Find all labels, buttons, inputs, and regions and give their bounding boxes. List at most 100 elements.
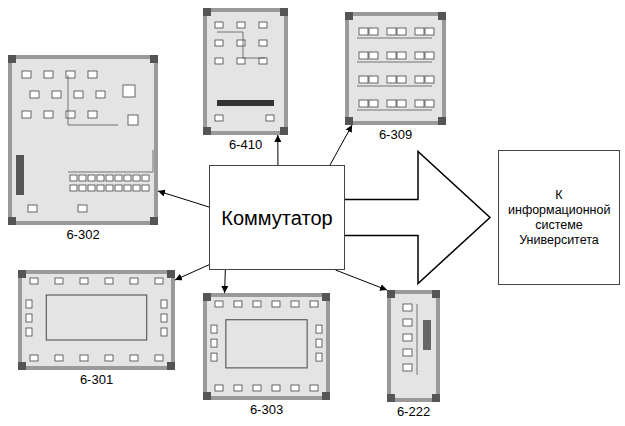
desk-symbol <box>387 76 396 83</box>
desk-symbol <box>234 385 242 391</box>
room-wall <box>154 55 158 225</box>
desk-symbol <box>387 52 396 59</box>
desk-symbol <box>403 349 412 356</box>
desk-symbol <box>359 100 368 107</box>
desk-symbol <box>211 339 217 347</box>
floor-plan-illustration <box>18 270 175 370</box>
room-plan: 6-303 <box>203 293 330 400</box>
desk-symbol <box>70 185 77 191</box>
room-column <box>387 394 395 402</box>
room-wall <box>18 270 22 370</box>
table-ring <box>46 295 146 340</box>
desk-symbol <box>161 314 167 322</box>
desk-symbol <box>88 185 95 191</box>
desk-symbol <box>80 355 88 361</box>
desk-symbol <box>30 91 39 98</box>
desk-symbol <box>359 52 368 59</box>
room-column <box>8 55 16 63</box>
room-wall <box>8 55 12 225</box>
room-wall <box>326 293 330 400</box>
desk-symbol <box>26 328 32 336</box>
desk-symbol <box>97 175 104 181</box>
room-wall <box>284 8 288 135</box>
desk-symbol <box>22 111 31 118</box>
desk-symbol <box>97 185 104 191</box>
desk-symbol <box>44 111 53 118</box>
floor-plan-illustration <box>8 55 158 225</box>
room-number: 6-302 <box>66 227 99 242</box>
room-column <box>432 290 440 298</box>
desk-symbol <box>155 278 163 284</box>
room-column <box>167 270 175 278</box>
floor-plan-illustration <box>203 293 330 400</box>
desk-symbol <box>310 301 318 307</box>
desk-symbol <box>161 300 167 308</box>
desk-symbol <box>215 40 223 46</box>
desk-symbol <box>253 301 261 307</box>
floor-plan-illustration <box>387 290 440 402</box>
desk-symbol <box>66 71 75 78</box>
cabinet-symbol <box>423 320 431 350</box>
process-box: К информационной системе Университета <box>498 150 620 285</box>
desk-symbol <box>133 185 140 191</box>
desk-symbol <box>124 175 131 181</box>
room-column <box>438 12 446 20</box>
desk-symbol <box>369 76 378 83</box>
desk-symbol <box>105 278 113 284</box>
room-column <box>432 394 440 402</box>
room-column <box>345 12 353 20</box>
room-column <box>280 8 288 16</box>
cable-line <box>417 304 418 375</box>
desk-symbol <box>96 91 105 98</box>
desk-symbol <box>30 355 38 361</box>
room-wall <box>345 12 349 125</box>
desk-symbol <box>215 115 223 121</box>
table-ring <box>226 320 307 368</box>
desk-symbol <box>310 385 318 391</box>
desk-symbol <box>26 300 32 308</box>
desk-symbol <box>155 355 163 361</box>
desk-symbol <box>359 28 368 35</box>
desk-symbol <box>123 85 135 97</box>
cable-line <box>68 150 153 172</box>
room-plan: 6-222 <box>387 290 440 402</box>
room-column <box>150 55 158 63</box>
room-wall <box>345 12 446 16</box>
room-column <box>167 362 175 370</box>
room-wall <box>171 270 175 370</box>
room-column <box>322 293 330 301</box>
desk-symbol <box>115 185 122 191</box>
room-column <box>345 117 353 125</box>
room-number: 6-301 <box>80 372 113 387</box>
connector-arrow <box>224 270 226 293</box>
desk-symbol <box>397 76 406 83</box>
desk-symbol <box>369 52 378 59</box>
desk-symbol <box>30 278 38 284</box>
desk-symbol <box>79 175 86 181</box>
room-plan: 6-309 <box>345 12 446 125</box>
room-column <box>203 8 211 16</box>
desk-symbol <box>369 28 378 35</box>
desk-symbol <box>397 52 406 59</box>
desk-symbol <box>74 91 83 98</box>
desk-symbol <box>130 278 138 284</box>
desk-symbol <box>130 355 138 361</box>
desk-symbol <box>369 100 378 107</box>
room-wall <box>436 290 440 402</box>
desk-symbol <box>387 28 396 35</box>
desk-symbol <box>403 364 412 371</box>
room-column <box>280 127 288 135</box>
cable-line <box>217 32 265 58</box>
desk-symbol <box>425 76 434 83</box>
connector-arrow <box>335 270 387 290</box>
desk-symbol <box>425 28 434 35</box>
room-number: 6-410 <box>229 137 262 152</box>
room-floor <box>346 13 446 125</box>
desk-symbol <box>88 111 97 118</box>
desk-symbol <box>70 175 77 181</box>
desk-symbol <box>259 58 267 64</box>
room-wall <box>442 12 446 125</box>
desk-symbol <box>44 71 53 78</box>
process-box: Коммутатор <box>209 165 345 270</box>
